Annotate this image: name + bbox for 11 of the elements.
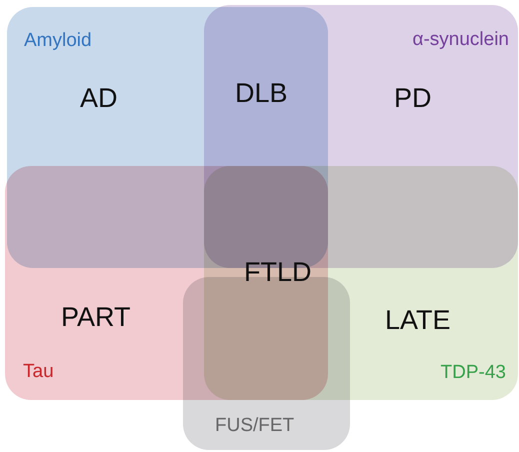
disease-label: AD bbox=[80, 85, 118, 112]
disease-label: FTLD bbox=[244, 259, 312, 286]
category-label: α-synuclein bbox=[412, 30, 509, 49]
disease-label: PD bbox=[394, 85, 432, 112]
category-label: TDP-43 bbox=[440, 363, 506, 382]
category-label: FUS/FET bbox=[215, 416, 294, 435]
disease-label: LATE bbox=[385, 307, 451, 334]
category-label: Amyloid bbox=[24, 31, 92, 50]
disease-label: DLB bbox=[235, 80, 288, 107]
disease-label: PART bbox=[61, 304, 131, 331]
category-label: Tau bbox=[23, 362, 54, 381]
